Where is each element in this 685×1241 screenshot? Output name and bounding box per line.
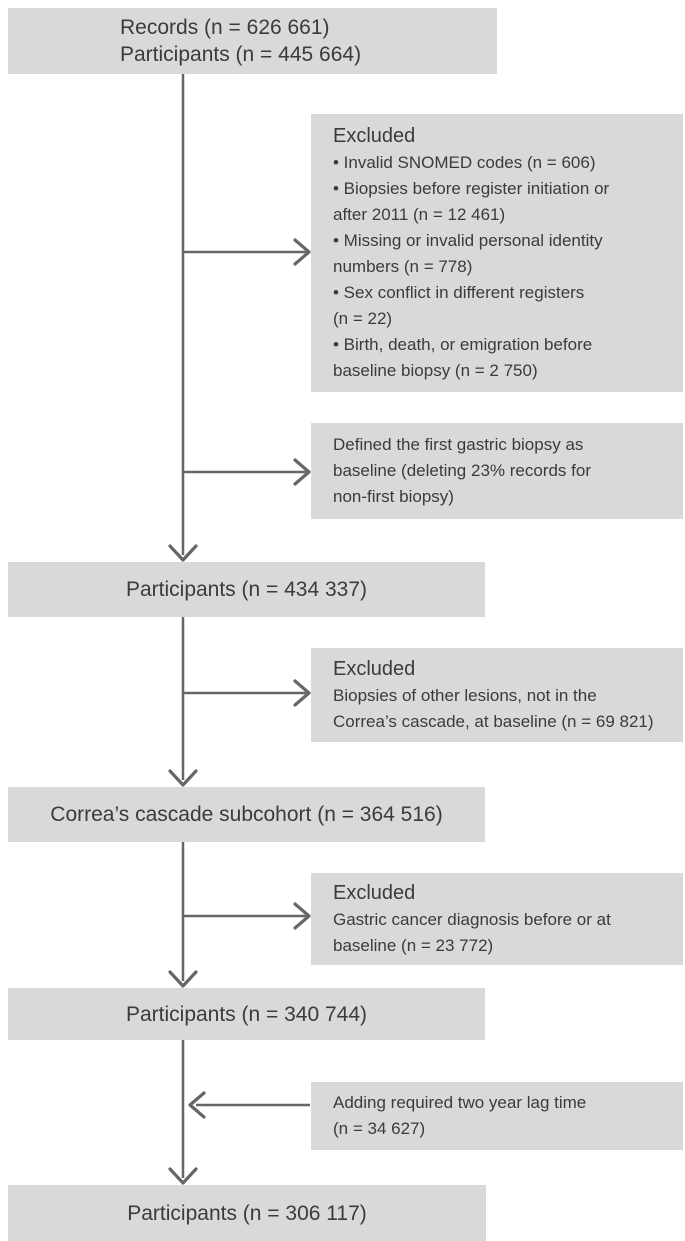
first-biopsy-note-box: Defined the first gastric biopsy as base… (311, 423, 683, 519)
excluded-title: Excluded (333, 124, 416, 147)
excluded-item-line: (n = 22) (333, 308, 393, 328)
arrowhead-right-1 (293, 238, 311, 266)
excluded-item-line: baseline (n = 23 772) (333, 935, 494, 955)
correa-subcohort-label: Correa’s cascade subcohort (n = 364 516) (50, 803, 443, 826)
participants-306117-label: Participants (n = 306 117) (127, 1201, 367, 1225)
participants-line: Participants (n = 445 664) (120, 43, 362, 66)
arrowhead-down-3 (168, 970, 198, 988)
note-line: baseline (deleting 23% records for (333, 461, 591, 480)
excluded-box-3: Excluded Gastric cancer diagnosis before… (311, 873, 683, 965)
arrowhead-down-2 (168, 769, 198, 787)
note-line: Adding required two year lag time (333, 1093, 587, 1112)
records-box: Records (n = 626 661) Participants (n = … (8, 8, 497, 74)
arrowhead-down-4 (168, 1167, 198, 1185)
arrowhead-right-3 (293, 679, 311, 707)
excluded-box-2: Excluded Biopsies of other lesions, not … (311, 648, 683, 742)
excluded-box-1: Excluded • Invalid SNOMED codes (n = 606… (311, 114, 683, 392)
excluded-item-line: • Birth, death, or emigration before (333, 334, 593, 354)
excluded-title: Excluded (333, 881, 416, 904)
arrowhead-down-1 (168, 544, 198, 562)
note-line: (n = 34 627) (333, 1119, 426, 1138)
records-line: Records (n = 626 661) (120, 16, 330, 39)
excluded-item-line: baseline biopsy (n = 2 750) (333, 360, 538, 380)
excluded-item-line: • Sex conflict in different registers (333, 282, 585, 302)
excluded-item-line: after 2011 (n = 12 461) (333, 204, 506, 224)
lag-time-note-box: Adding required two year lag time (n = 3… (311, 1082, 683, 1150)
correa-subcohort-box: Correa’s cascade subcohort (n = 364 516) (8, 787, 485, 842)
excluded-item-line: • Missing or invalid personal identity (333, 230, 603, 250)
participants-340744-box: Participants (n = 340 744) (8, 988, 485, 1040)
excluded-item-line: • Biopsies before register initiation or (333, 178, 610, 198)
excluded-item-line: Correa’s cascade, at baseline (n = 69 82… (333, 711, 654, 731)
participants-306117-box: Participants (n = 306 117) (8, 1185, 486, 1241)
excluded-item-line: Gastric cancer diagnosis before or at (333, 909, 611, 929)
participants-340744-label: Participants (n = 340 744) (125, 1002, 368, 1026)
participants-434337-box: Participants (n = 434 337) (8, 562, 485, 617)
excluded-item-line: • Invalid SNOMED codes (n = 606) (333, 152, 596, 172)
participants-434337-label: Participants (n = 434 337) (125, 578, 368, 601)
excluded-title: Excluded (333, 657, 416, 680)
excluded-item-line: Biopsies of other lesions, not in the (333, 685, 597, 705)
arrowhead-right-2 (293, 458, 311, 486)
excluded-item-line: numbers (n = 778) (333, 256, 473, 276)
arrowhead-right-4 (293, 902, 311, 930)
note-line: Defined the first gastric biopsy as (333, 435, 584, 454)
note-line: non-first biopsy) (333, 487, 454, 506)
arrowhead-left-1 (188, 1091, 206, 1119)
